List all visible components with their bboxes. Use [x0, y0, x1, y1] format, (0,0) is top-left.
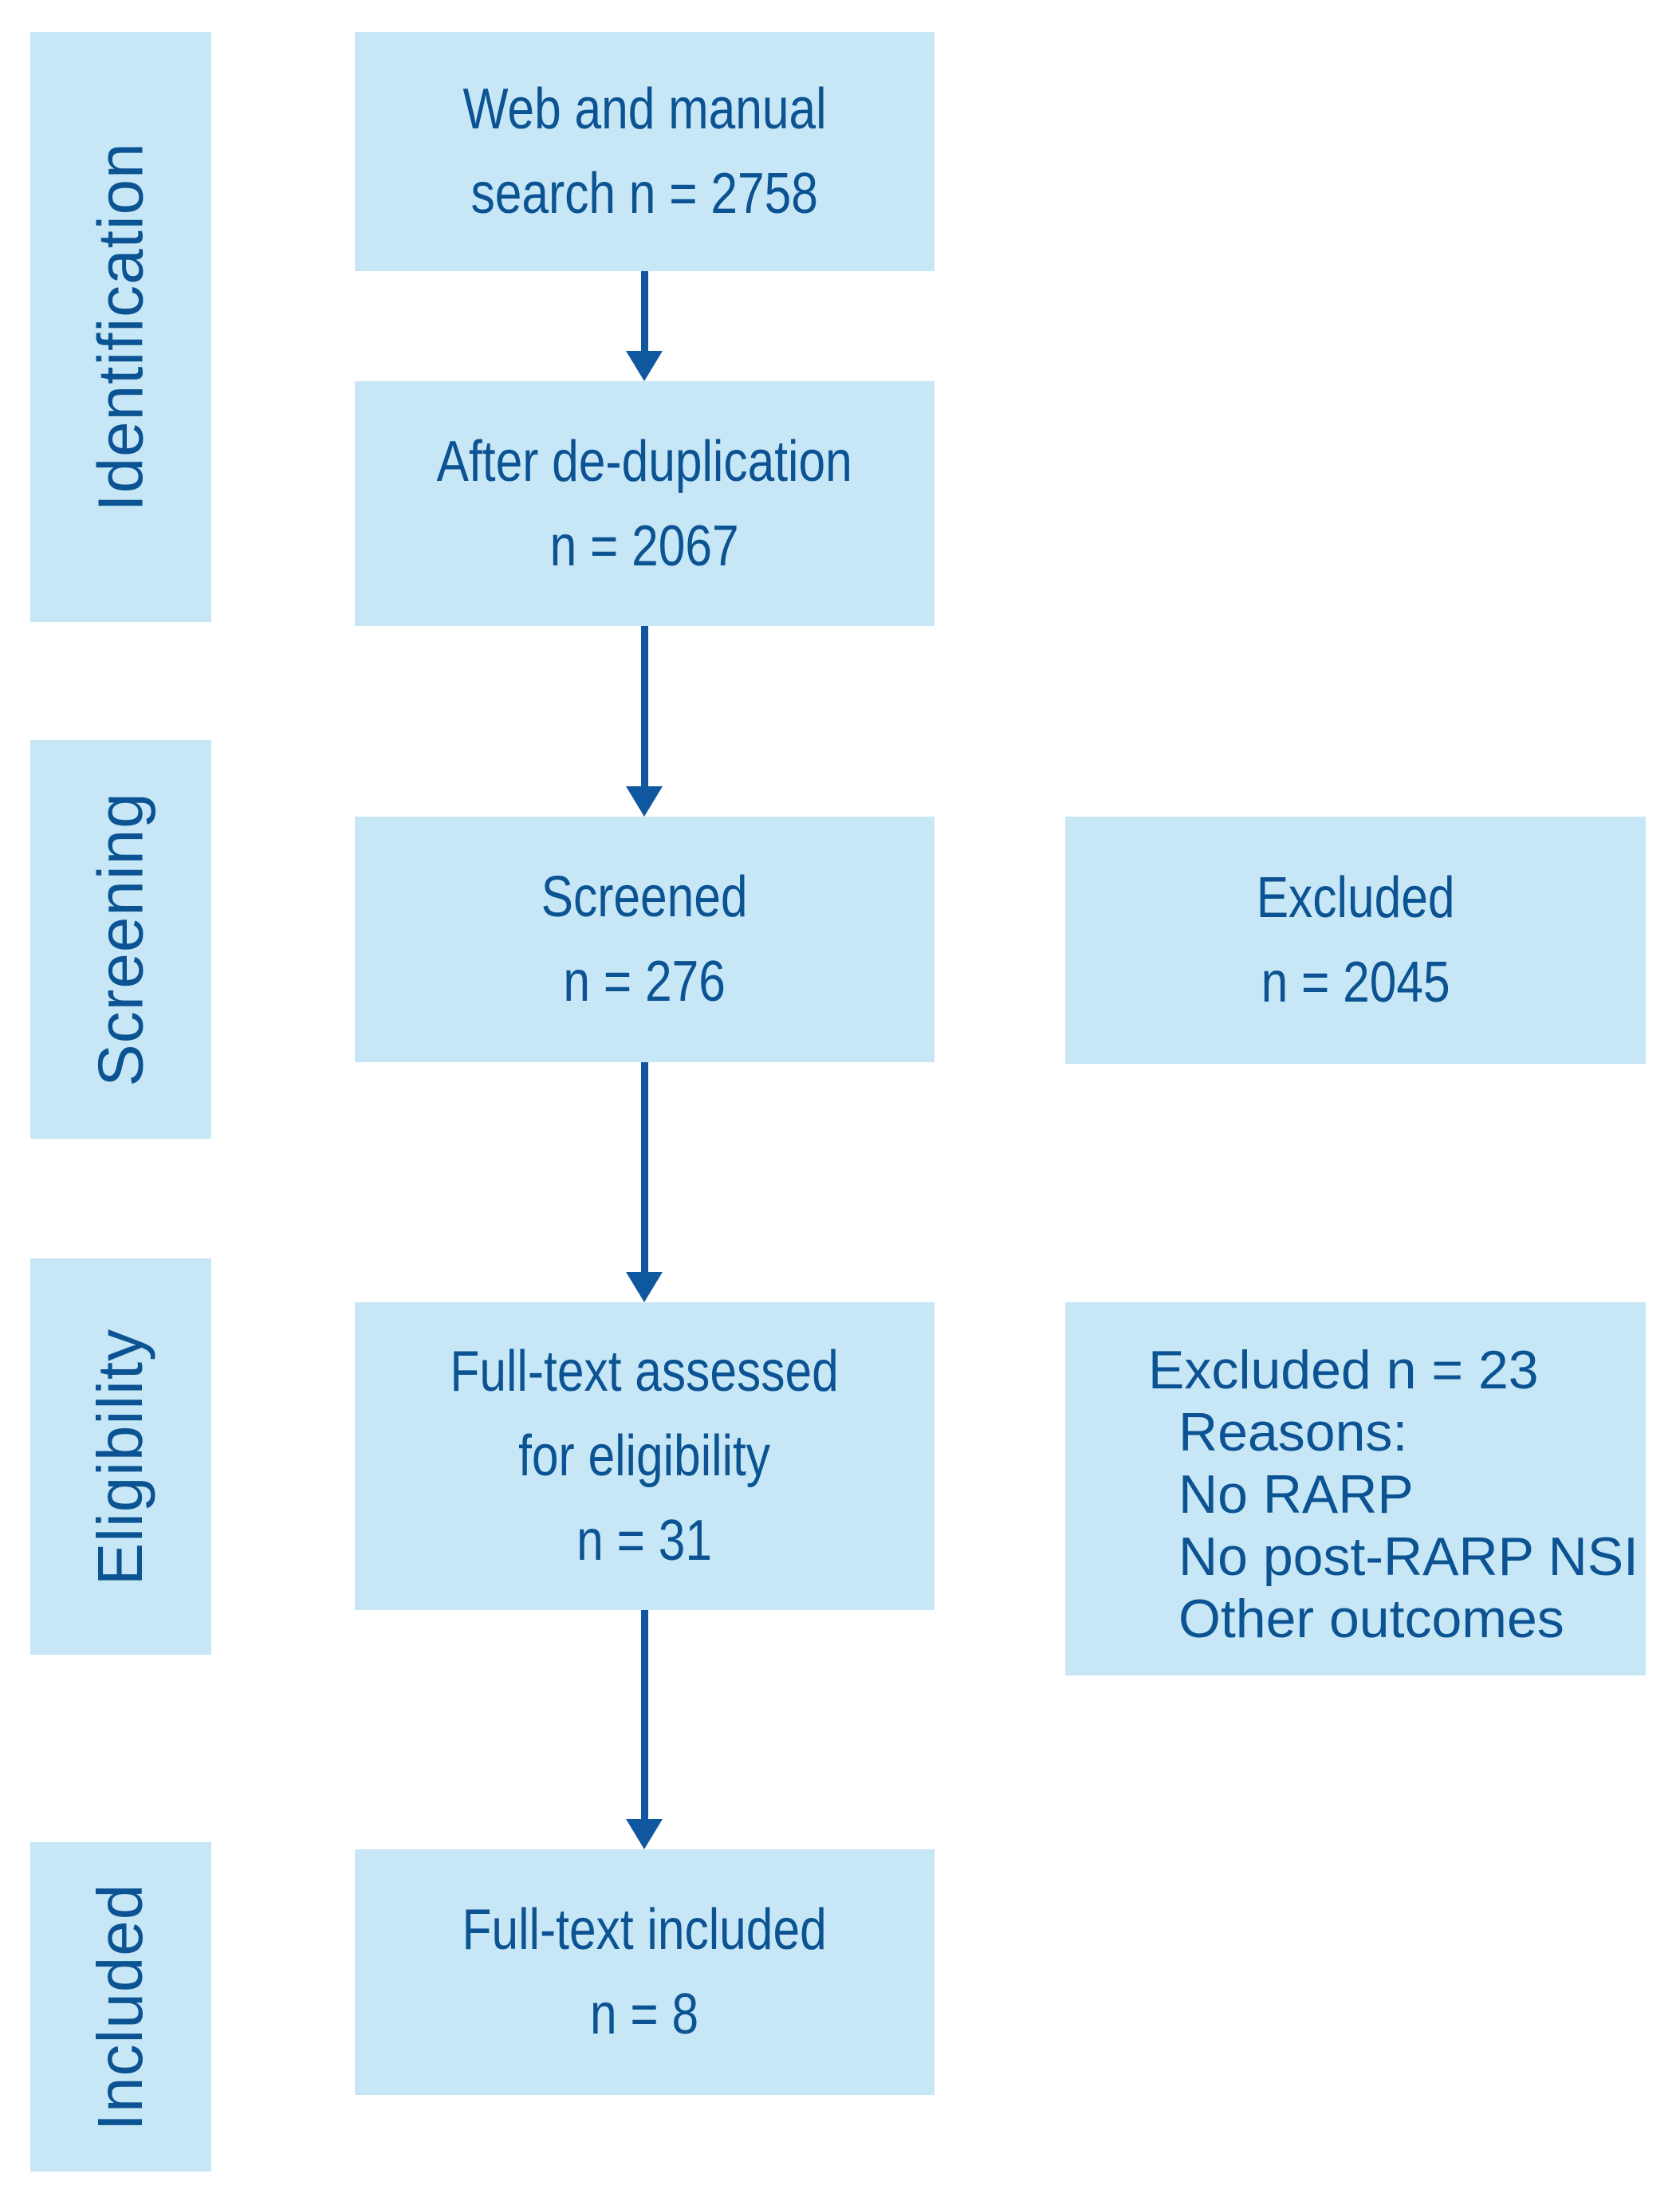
arrow-head: [626, 351, 663, 381]
web-search-line1: Web and manual: [462, 77, 827, 141]
deduplication-line2: n = 2067: [549, 514, 740, 578]
stage-label-screening-text: Screening: [85, 792, 156, 1087]
stage-label-screening: Screening: [30, 740, 211, 1139]
screened-box: Screened n = 276: [355, 817, 934, 1062]
arrow-dedup-to-screened: [626, 626, 663, 817]
excluded-screening-line2: n = 2045: [1261, 951, 1450, 1014]
arrow-head: [626, 1272, 663, 1302]
stage-label-included-text: Included: [85, 1883, 156, 2131]
arrow-fulltext-to-included: [626, 1610, 663, 1849]
arrow-head: [626, 1819, 663, 1849]
fulltext-assessed-line2: for eligibility: [518, 1424, 771, 1488]
excluded-eligibility-reason: Other outcomes: [1178, 1589, 1564, 1649]
arrow-shaft: [640, 1062, 648, 1272]
stage-label-identification: Identification: [30, 32, 211, 622]
deduplication-box: After de-duplication n = 2067: [355, 381, 934, 626]
fulltext-included-line1: Full-text included: [462, 1898, 828, 1962]
excluded-eligibility-reason: No RARP: [1178, 1464, 1414, 1525]
excluded-screening-line1: Excluded: [1256, 866, 1455, 930]
excluded-eligibility-box: Excluded n = 23 Reasons: No RARP No post…: [1065, 1302, 1646, 1675]
deduplication-line1: After de-duplication: [436, 429, 853, 494]
fulltext-included-line2: n = 8: [590, 1982, 699, 2046]
stage-label-eligibility-text: Eligibility: [85, 1328, 156, 1585]
arrow-shaft: [640, 271, 648, 351]
stage-label-included: Included: [30, 1842, 211, 2171]
arrow-shaft: [640, 626, 648, 786]
excluded-eligibility-title: Excluded n = 23: [1148, 1340, 1539, 1400]
web-search-line2: search n = 2758: [470, 162, 819, 226]
excluded-eligibility-reasons-label: Reasons:: [1178, 1402, 1408, 1463]
web-search-box: Web and manual search n = 2758: [355, 32, 934, 271]
screened-line2: n = 276: [563, 950, 726, 1014]
arrow-screened-to-fulltext: [626, 1062, 663, 1302]
fulltext-assessed-box: Full-text assessed for eligibility n = 3…: [355, 1302, 934, 1610]
screened-line1: Screened: [541, 865, 748, 929]
stage-label-identification-text: Identification: [85, 142, 156, 512]
arrow-head: [626, 786, 663, 817]
fulltext-included-box: Full-text included n = 8: [355, 1849, 934, 2095]
excluded-eligibility-reason: No post-RARP NSI: [1178, 1526, 1639, 1587]
excluded-screening-box: Excluded n = 2045: [1065, 817, 1646, 1064]
fulltext-assessed-line3: n = 31: [576, 1509, 713, 1573]
stage-label-eligibility: Eligibility: [30, 1258, 211, 1655]
fulltext-assessed-line1: Full-text assessed: [450, 1340, 840, 1404]
arrow-shaft: [640, 1610, 648, 1819]
arrow-search-to-dedup: [626, 271, 663, 381]
